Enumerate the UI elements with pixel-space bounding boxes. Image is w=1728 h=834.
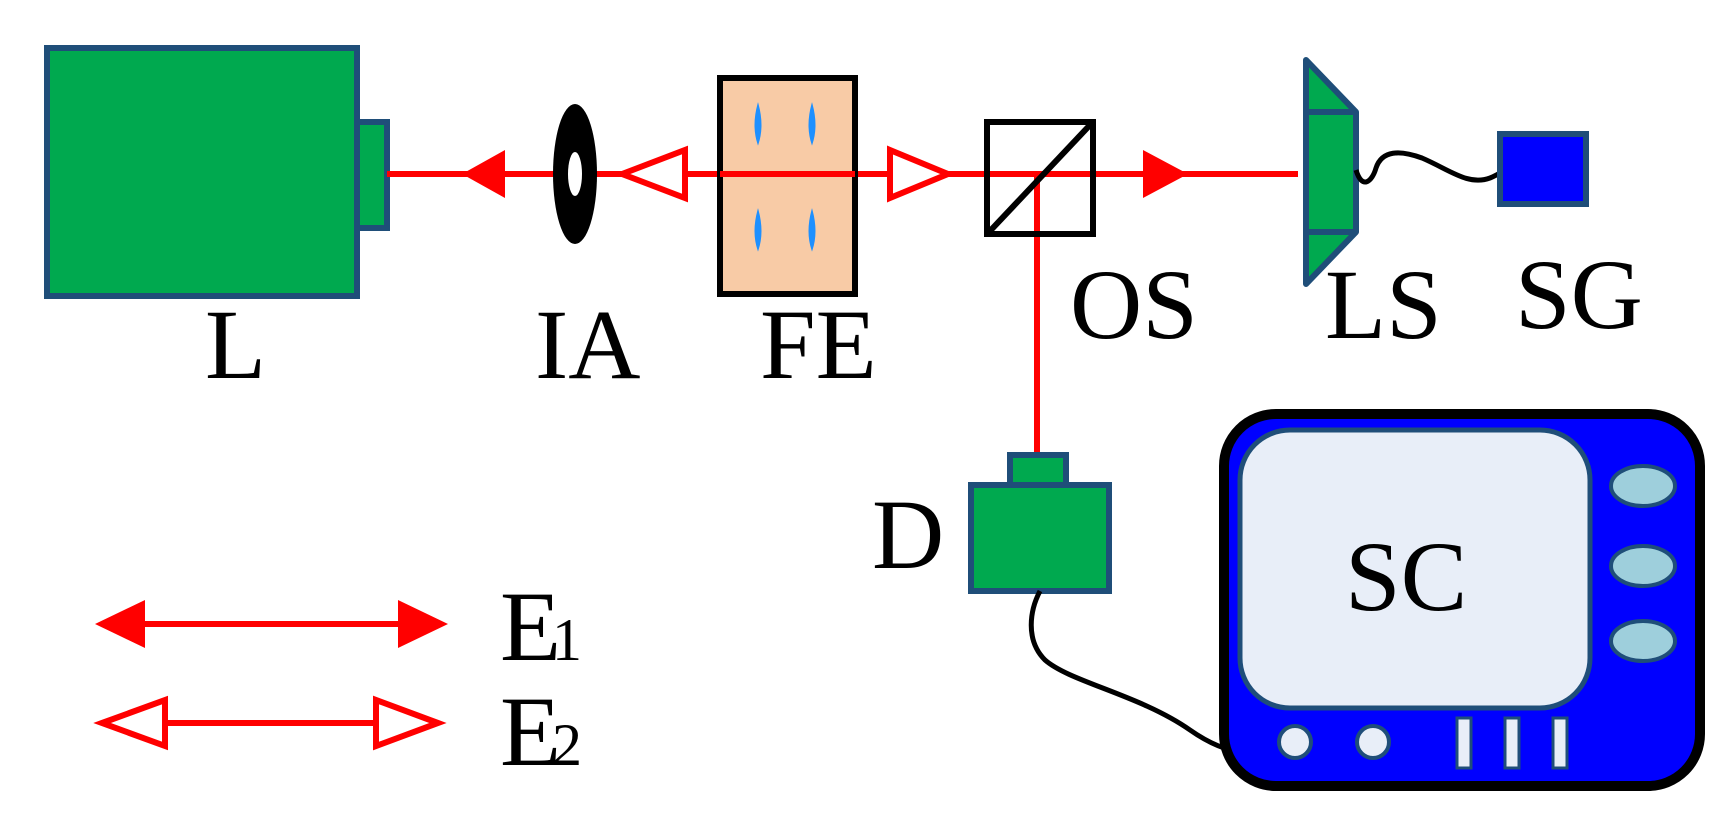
laser-source-icon (44, 45, 390, 299)
legend-e1-sub: 1 (552, 607, 582, 673)
lens-icon (1303, 57, 1359, 287)
e1-arrow-left (462, 150, 505, 198)
label-iris: IA (535, 289, 641, 400)
generator-cable (1353, 150, 1510, 185)
legend-e2-label: E (500, 676, 561, 787)
oscilloscope-icon (1219, 409, 1705, 791)
label-lens: LS (1325, 249, 1442, 360)
e2-arrow-right (887, 145, 956, 203)
beam-splitter-icon (984, 119, 1096, 237)
label-cell: FE (760, 289, 877, 400)
signal-generator-icon (1497, 131, 1589, 207)
label-detector: D (872, 479, 944, 590)
detector-icon (968, 452, 1112, 594)
label-generator: SG (1515, 239, 1643, 350)
e2-arrow-left (613, 145, 688, 203)
sample-cell-icon (717, 75, 858, 297)
legend-e1-label: E (500, 571, 561, 682)
label-scope: SC (1345, 521, 1467, 632)
legend-e2-arrow (93, 695, 447, 751)
iris-aperture-icon (553, 104, 597, 244)
label-laser: L (205, 289, 266, 400)
e1-arrow-right (1143, 150, 1188, 198)
legend-e1-arrow (95, 600, 448, 648)
label-splitter: OS (1070, 249, 1198, 360)
legend-e2-sub: 2 (552, 712, 582, 778)
